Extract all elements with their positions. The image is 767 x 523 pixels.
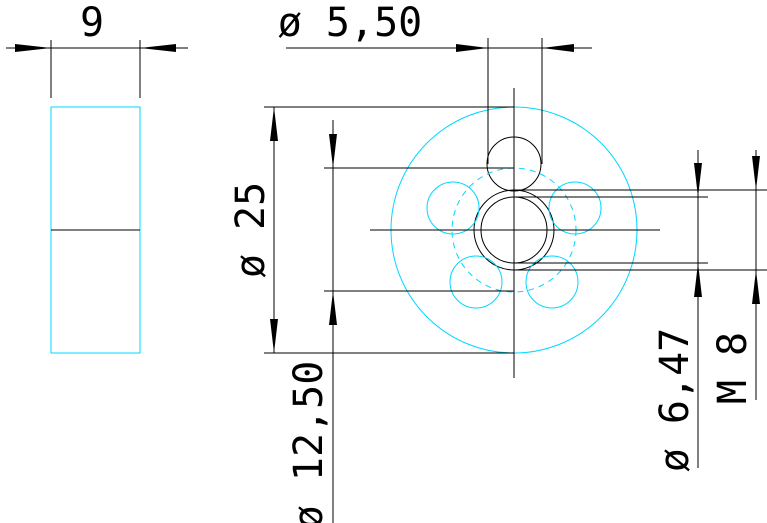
core-arrow-top [694,163,702,197]
outer-diameter-label: ø 25 [228,182,274,278]
thread-label: M 8 [710,332,756,404]
thickness-arrow-left [15,44,51,52]
chip-hole-lower-right [525,255,579,309]
side-view: 9 [6,0,188,354]
thickness-label: 9 [80,0,104,46]
thickness-arrow-right [140,44,176,52]
pitch-diameter-label: ø 12,50 [286,361,332,523]
pitch-arrow-top [329,134,337,168]
thread-dimensions: ø 6,47 M 8 [514,150,767,472]
hole-arrow-right [542,44,574,52]
chip-hole-upper-right [548,181,602,235]
thread-arrow-top [752,156,760,190]
pitch-diameter-dimension: ø 12,50 [286,120,514,523]
outer-arrow-bottom [270,319,278,353]
core-arrow-bottom [694,263,702,297]
outer-arrow-top [270,107,278,141]
chip-hole-upper-left [426,181,480,235]
hole-diameter-label: ø 5,50 [278,0,423,46]
hole-arrow-left [456,44,488,52]
outer-diameter-dimension: ø 25 [228,106,514,354]
hole-diameter-dimension: ø 5,50 [278,0,592,164]
pitch-arrow-bottom [329,291,337,325]
chip-hole-lower-left [449,255,503,309]
thread-arrow-bottom [752,270,760,304]
core-diameter-label: ø 6,47 [652,328,698,473]
front-view [370,88,660,378]
